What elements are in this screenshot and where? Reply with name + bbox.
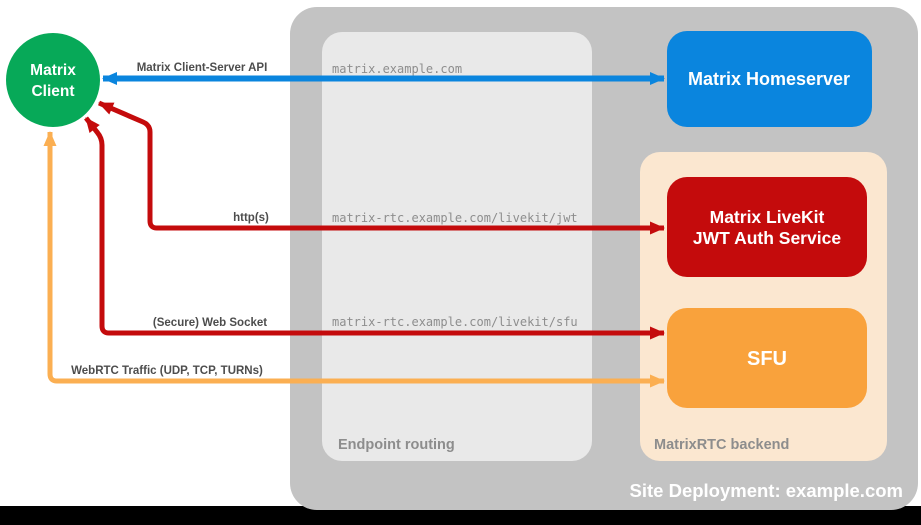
endpoint-routing-panel bbox=[322, 32, 592, 461]
matrix-homeserver-label: Matrix Homeserver bbox=[688, 69, 850, 89]
site-deployment-title: Site Deployment: example.com bbox=[630, 480, 903, 501]
bottom-bar bbox=[0, 506, 921, 525]
matrix-homeserver-box bbox=[667, 31, 872, 127]
endpoint-routing-title: Endpoint routing bbox=[338, 437, 455, 453]
sfu-label: SFU bbox=[747, 348, 787, 370]
url-sfu: matrix-rtc.example.com/livekit/sfu bbox=[332, 315, 578, 329]
webrtc-arrow-label: WebRTC Traffic (UDP, TCP, TURNs) bbox=[71, 365, 263, 377]
https-arrow-label: http(s) bbox=[233, 212, 269, 224]
websocket-arrow-label: (Secure) Web Socket bbox=[153, 317, 267, 329]
webrtc-arrow bbox=[43, 131, 665, 388]
url-jwt: matrix-rtc.example.com/livekit/jwt bbox=[332, 211, 578, 225]
jwt-auth-service-label-line1: Matrix LiveKit bbox=[710, 207, 825, 227]
sfu-box bbox=[667, 308, 867, 408]
matrixrtc-backend-title: MatrixRTC backend bbox=[654, 437, 789, 453]
matrix-client-label-line2: Client bbox=[31, 83, 74, 100]
matrix-client-label-line1: Matrix bbox=[30, 62, 76, 79]
jwt-auth-service-box bbox=[667, 177, 867, 277]
client-server-api-arrow-label: Matrix Client-Server API bbox=[137, 62, 268, 74]
url-homeserver: matrix.example.com bbox=[332, 62, 462, 76]
matrix-client-node bbox=[6, 33, 100, 127]
jwt-auth-service-label-line2: JWT Auth Service bbox=[693, 228, 841, 248]
